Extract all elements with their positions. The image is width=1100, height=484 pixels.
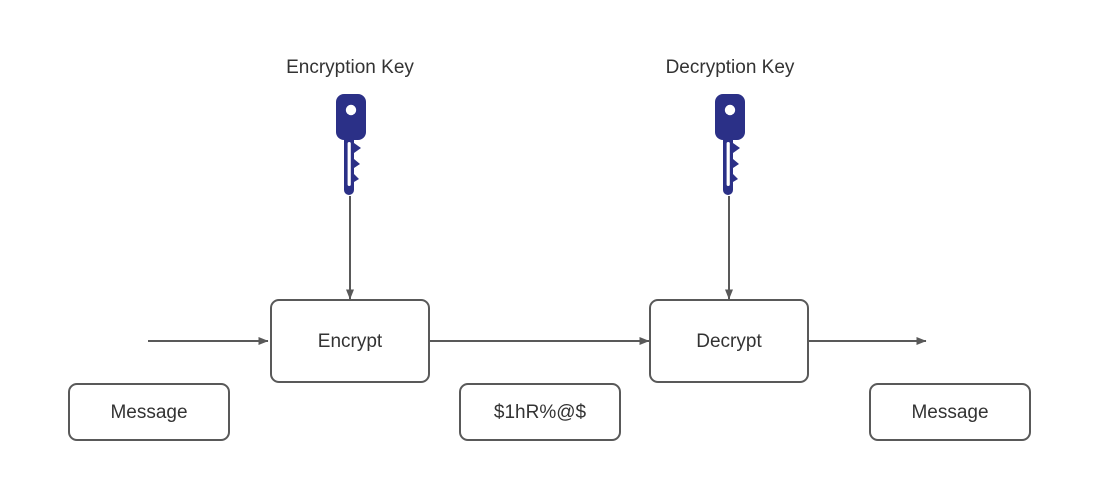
node-encrypt[interactable]: Encrypt [270, 299, 430, 383]
node-message-input[interactable]: Message [68, 383, 230, 441]
node-ciphertext[interactable]: $1hR%@$ [459, 383, 621, 441]
decryption-key-icon [705, 94, 753, 198]
caption-decryption-key: Decryption Key [665, 57, 795, 78]
key-icon [336, 94, 366, 195]
caption-encryption-key: Encryption Key [286, 57, 414, 78]
encryption-key-icon [326, 94, 374, 198]
node-decrypt[interactable]: Decrypt [649, 299, 809, 383]
node-message-output[interactable]: Message [869, 383, 1031, 441]
key-icon [715, 94, 745, 195]
